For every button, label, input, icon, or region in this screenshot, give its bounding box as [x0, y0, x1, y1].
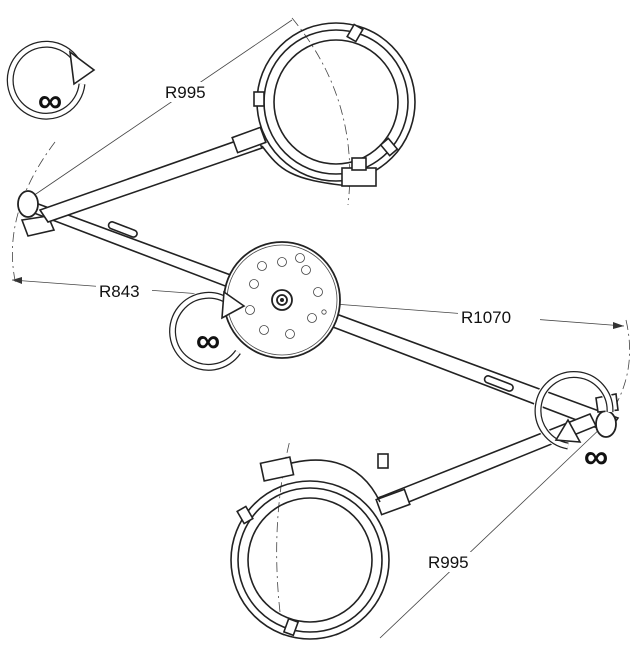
rotation-symbol-center: ∞	[168, 290, 246, 372]
label-bg	[458, 307, 540, 327]
arc-bottom-dashed	[276, 439, 291, 613]
top-lamp-handle-stem	[351, 157, 367, 171]
upper-spring-arm	[38, 126, 351, 223]
lower-spring-arm	[269, 412, 598, 516]
hub-hole	[257, 261, 267, 271]
label-bg	[160, 82, 226, 102]
bottom-lamp-outer-ring	[230, 480, 390, 640]
dim-label-top-r995: R995	[165, 83, 206, 102]
upper-arm-joint	[231, 126, 267, 154]
rotation-arrowhead-icon	[68, 50, 96, 86]
bottom-lamp-inner-ring	[247, 497, 373, 623]
right-pivot-body	[595, 410, 617, 438]
arrowhead-r843	[12, 277, 22, 284]
hub-hole	[295, 253, 305, 263]
lower-arm-joint	[375, 488, 411, 516]
dimension-labels: R995 R843 R1070 R995	[96, 82, 540, 572]
top-lamp-outer-ring	[256, 22, 416, 182]
dim-line-top-r995	[29, 19, 293, 199]
left-pivot-bracket	[20, 215, 56, 237]
dim-label-r1070: R1070	[461, 308, 511, 327]
dim-line-bottom-r995	[379, 424, 605, 639]
hub-hole	[307, 313, 317, 323]
hub-hole	[277, 257, 287, 267]
bottom-lamp-clip-left	[236, 505, 254, 525]
bottom-lamp-head	[230, 453, 390, 640]
rotation-arrowhead-icon	[554, 418, 582, 443]
dim-label-r843: R843	[99, 282, 140, 301]
rotation-arrow-body	[7, 41, 85, 119]
dim-label-bottom-r995: R995	[428, 553, 469, 572]
bottom-lamp-handle	[259, 456, 295, 482]
rotation-arrow-body	[170, 293, 240, 370]
arc-left-dashed	[11, 141, 56, 286]
bottom-lamp-clip-right	[377, 453, 389, 469]
left-pivot	[17, 190, 56, 237]
top-lamp-clip-top	[346, 23, 364, 43]
central-hub	[223, 241, 341, 359]
infinity-symbol: ∞	[196, 322, 220, 360]
rotation-symbol-top-left: ∞	[5, 39, 96, 121]
rotation-arrowhead-icon	[221, 290, 246, 320]
label-bg	[424, 552, 490, 572]
arm-slot-1	[107, 221, 138, 238]
arrowhead-r1070	[613, 322, 624, 329]
infinity-symbol: ∞	[584, 438, 608, 476]
label-bg	[96, 281, 152, 301]
hub-center-dot	[280, 298, 284, 302]
top-lamp-inner-ring	[273, 39, 399, 165]
hub-holes	[245, 253, 327, 339]
rotation-symbol-right: ∞	[533, 370, 615, 476]
top-lamp-clip-left	[253, 91, 265, 107]
hub-hole	[249, 279, 259, 289]
upper-arm-bar	[38, 132, 264, 223]
bottom-lamp-mid-ring	[237, 487, 383, 633]
upper-yoke-curve	[261, 145, 351, 187]
hub-hole	[259, 325, 269, 335]
infinity-symbol: ∞	[38, 82, 62, 120]
bottom-lamp-clip-bottom	[282, 617, 300, 637]
hub-hole	[301, 265, 311, 275]
left-pivot-body	[17, 190, 39, 218]
top-lamp-head	[253, 22, 416, 187]
hub-small-hole	[321, 309, 327, 315]
rotation-arrow-body	[535, 372, 613, 449]
top-lamp-clip-right	[379, 137, 399, 157]
hub-hole	[245, 305, 255, 315]
hub-hole	[313, 287, 323, 297]
arm-slot-2	[483, 375, 514, 392]
hub-hole	[285, 329, 295, 339]
